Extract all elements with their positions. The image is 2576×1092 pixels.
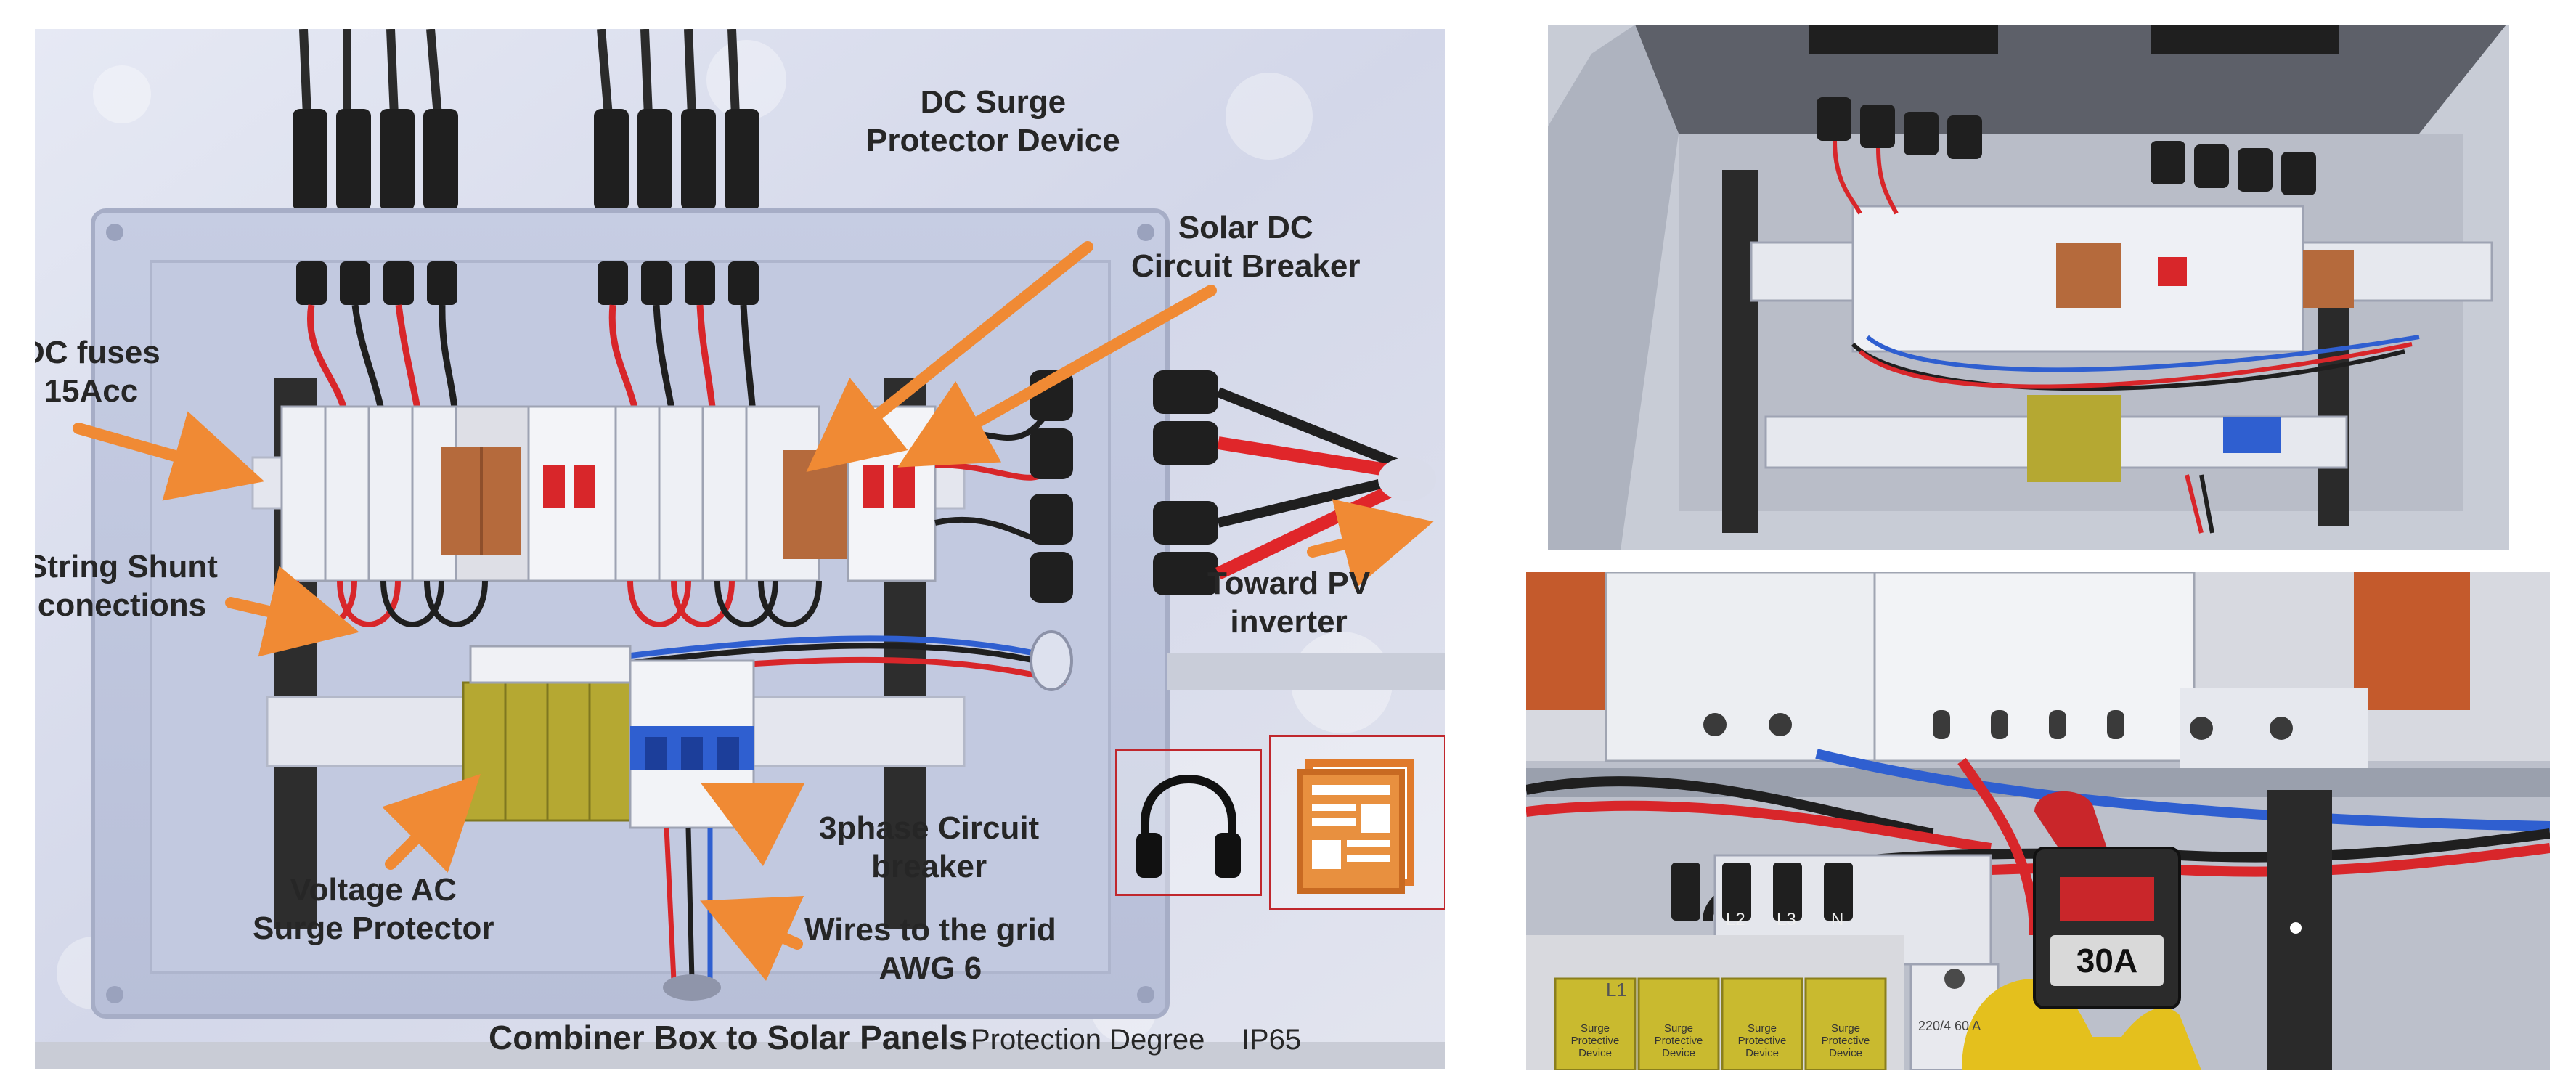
document-icon: [1297, 759, 1414, 894]
breaker-rating-text: 220/4 60 A: [1918, 1019, 1981, 1033]
caption-title: Combiner Box to Solar Panels: [489, 1019, 968, 1056]
caption-rating: IP65: [1241, 1024, 1302, 1056]
clamp-meter-reading: 30A: [2076, 942, 2138, 979]
terminal-label-l1: L1: [1606, 979, 1627, 1001]
figure-caption: Combiner Box to Solar Panels Protection …: [489, 1018, 1301, 1057]
caption-subtitle: Protection Degree: [970, 1024, 1205, 1056]
terminal-label-l2: L2: [1726, 910, 1745, 929]
surge-label-1: Surge Protective Device: [1570, 1022, 1620, 1059]
terminal-label-n: N: [1831, 910, 1844, 929]
surge-label-4: Surge Protective Device: [1821, 1022, 1870, 1059]
surge-label-2: Surge Protective Device: [1654, 1022, 1703, 1059]
audio-button[interactable]: [1115, 749, 1262, 896]
terminal-label-l3: L3: [1777, 910, 1796, 929]
top-view-scene: [1548, 25, 2509, 550]
surge-label-3: Surge Protective Device: [1737, 1022, 1787, 1059]
headphones-icon: [1136, 774, 1241, 878]
closeup-meter-scene: L1 L2 L3 N Surge Protective Device Surge…: [1526, 572, 2550, 1070]
document-button[interactable]: [1269, 735, 1445, 910]
